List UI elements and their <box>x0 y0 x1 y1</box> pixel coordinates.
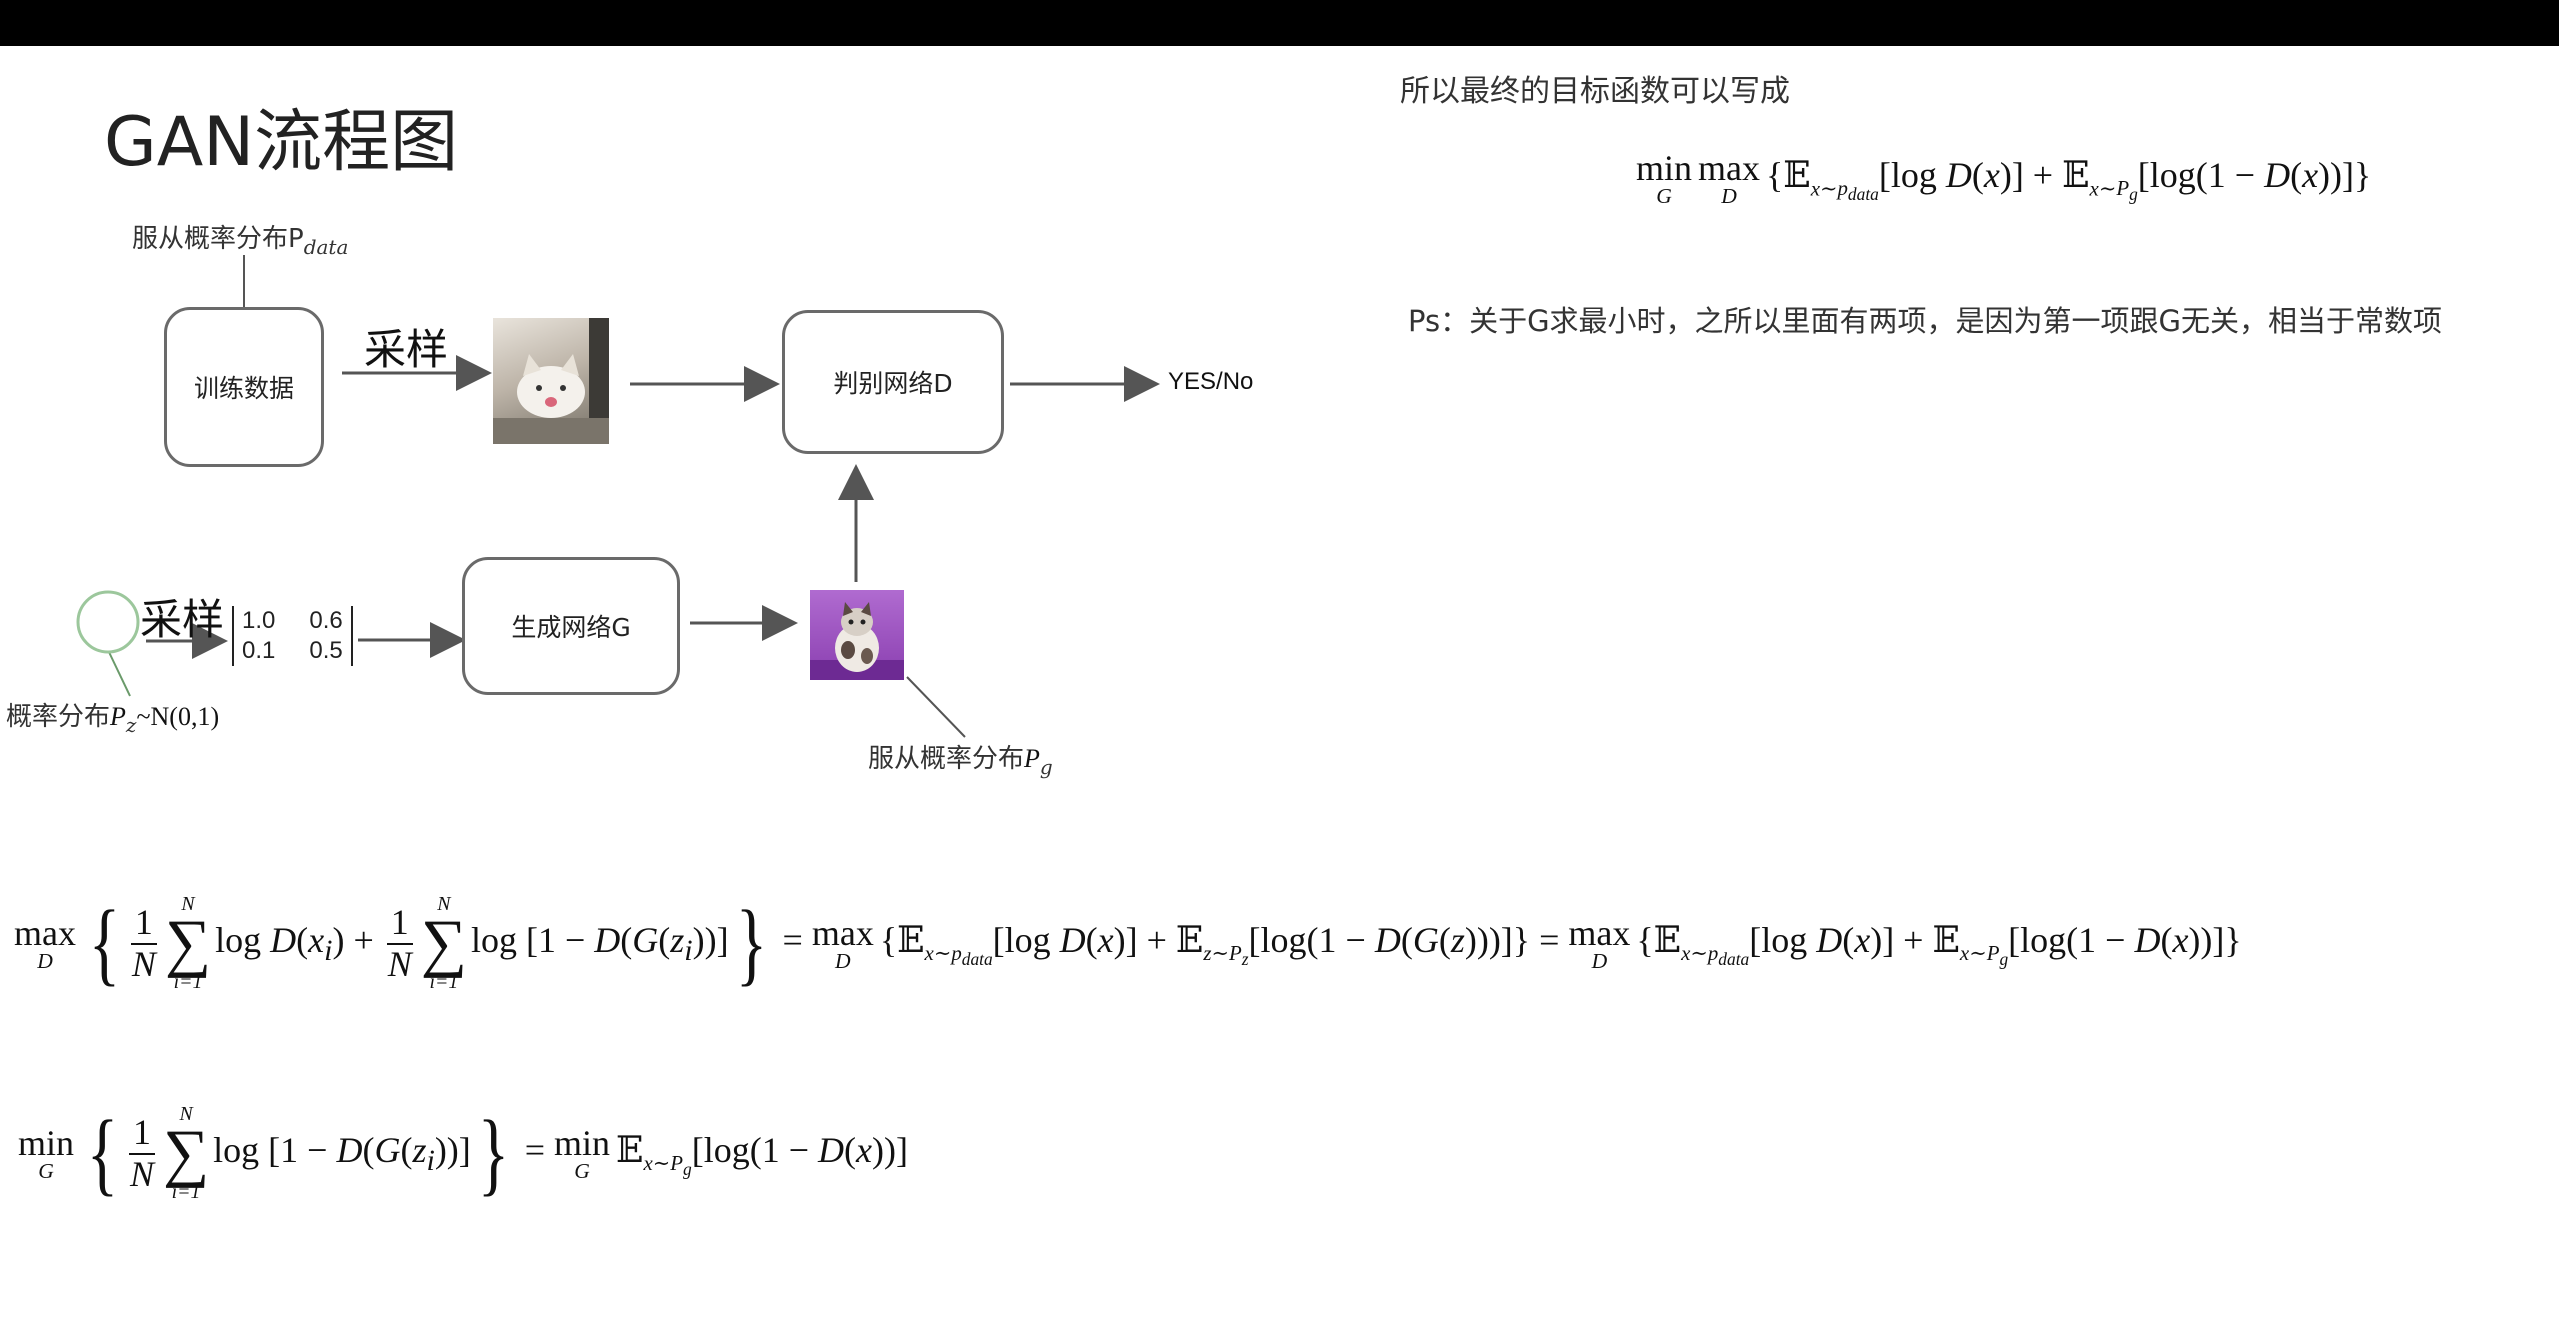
cat-photo-purple <box>810 590 904 680</box>
noise-matrix: 1.0 0.6 0.1 0.5 <box>232 606 353 666</box>
note-connector-noise <box>107 649 131 697</box>
top-black-bar <box>0 0 2559 46</box>
noise-circle <box>76 590 140 654</box>
train-data-note: 服从概率分布Pdata <box>132 224 349 259</box>
sample-label-bottom: 采样 <box>140 595 225 644</box>
matrix-cell: 0.1 <box>242 637 276 664</box>
sample-label-top: 采样 <box>364 325 449 374</box>
generated-note: 服从概率分布Pg <box>868 744 1053 779</box>
output-label: YES/No <box>1168 368 1254 395</box>
slide-title: GAN流程图 <box>104 103 459 182</box>
matrix-cell: 1.0 <box>242 607 276 634</box>
matrix-cell: 0.6 <box>309 607 343 634</box>
cat-photo <box>493 318 609 444</box>
note-text: Ps：关于G求最小时，之所以里面有两项，是因为第一项跟G无关，相当于常数项 <box>1408 304 2443 338</box>
note-connector-bottom <box>906 676 966 738</box>
noise-note: 概率分布Pz~N(0,1) <box>6 702 220 737</box>
generator-box: 生成网络G <box>462 557 680 695</box>
objective-heading: 所以最终的目标函数可以写成 <box>1400 74 1790 109</box>
train-data-box: 训练数据 <box>164 307 324 467</box>
discriminator-box: 判别网络D <box>782 310 1004 454</box>
matrix-cell: 0.5 <box>309 637 343 664</box>
cat-photo-purple-icon <box>810 602 904 680</box>
cat-photo-icon <box>493 318 609 444</box>
